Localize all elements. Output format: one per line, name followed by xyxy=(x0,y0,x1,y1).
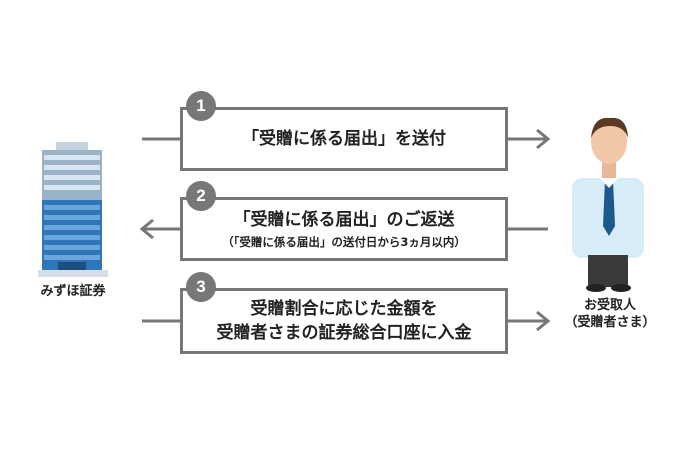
arrow-left-icon xyxy=(139,218,154,240)
office-building-icon xyxy=(38,142,108,277)
step-1-box: 「受贈に係る届出」を送付 xyxy=(180,107,508,171)
recipient-label-main: お受取人 xyxy=(583,298,636,313)
step-1-title: 「受贈に係る届出」を送付 xyxy=(242,129,446,149)
businessman-icon xyxy=(572,117,644,292)
step-2-box: 「受贈に係る届出」のご返送 （「受贈に係る届出」の送付日から3ヵ月以内） xyxy=(180,197,508,261)
step-1-number-badge: 1 xyxy=(186,91,216,121)
arrow-right-icon xyxy=(536,128,551,150)
recipient-label: お受取人 （受贈者さま） xyxy=(555,297,665,331)
arrow-right-icon xyxy=(536,310,551,332)
step-3-title-line1: 受贈割合に応じた金額を xyxy=(250,299,438,319)
step-3-title-line2: 受贈者さまの証券総合口座に入金 xyxy=(216,323,472,343)
mizuho-securities-label: みずほ証券 xyxy=(40,284,106,299)
recipient-label-sub: （受贈者さま） xyxy=(564,315,656,330)
step-2-number-badge: 2 xyxy=(186,181,216,211)
step-2-title: 「受贈に係る届出」のご返送 xyxy=(233,210,455,230)
step-3-box: 受贈割合に応じた金額を 受贈者さまの証券総合口座に入金 xyxy=(180,288,508,354)
step-2-subtitle: （「受贈に係る届出」の送付日から3ヵ月以内） xyxy=(222,235,466,249)
step-3-number-badge: 3 xyxy=(186,272,216,302)
